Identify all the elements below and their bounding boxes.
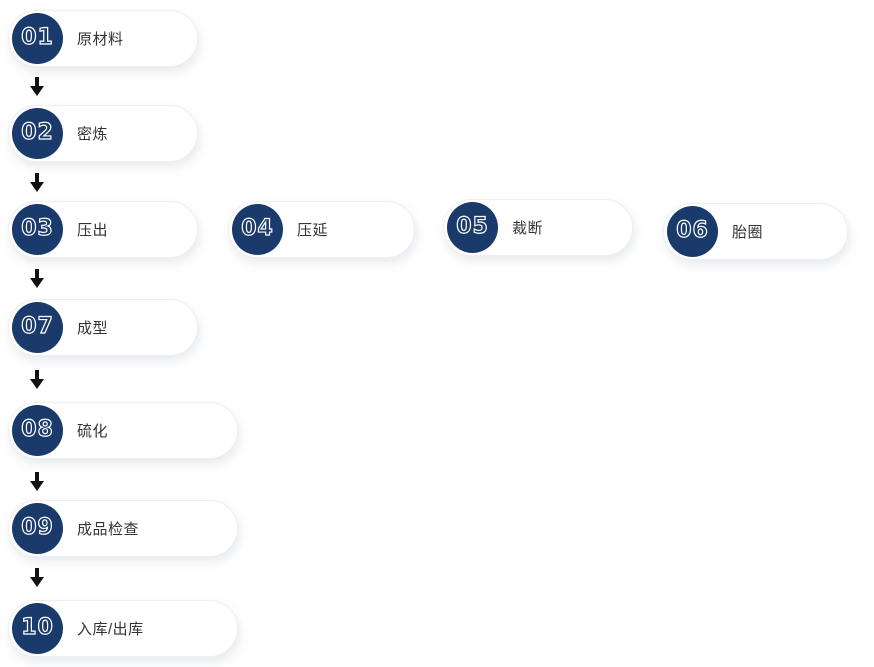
step-number: 09 [21,514,54,540]
step-number-badge: 07 [12,302,63,353]
step-number: 08 [21,416,54,442]
flow-step-card: 03 压出 [8,201,198,258]
flow-step-card: 05 裁断 [443,199,633,256]
step-number: 10 [21,614,54,640]
step-label: 裁断 [512,220,544,237]
down-arrow-icon [30,472,44,491]
down-arrow-icon [30,173,44,192]
flow-step-card: 07 成型 [8,299,198,356]
step-label: 压延 [297,222,329,239]
step-label: 成型 [77,320,109,337]
step-number: 02 [21,119,54,145]
step-number-badge: 05 [447,202,498,253]
flow-step-card: 01 原材料 [8,10,198,67]
flow-step-card: 06 胎圈 [663,203,848,260]
step-number-badge: 01 [12,13,63,64]
down-arrow-icon [30,77,44,96]
step-number-badge: 06 [667,206,718,257]
down-arrow-icon [30,568,44,587]
step-number-badge: 02 [12,108,63,159]
step-label: 密炼 [77,126,109,143]
step-label: 硫化 [77,423,109,440]
step-label: 胎圈 [732,224,764,241]
step-number-badge: 03 [12,204,63,255]
step-number-badge: 10 [12,603,63,654]
step-number: 07 [21,313,54,339]
step-label: 压出 [77,222,109,239]
down-arrow-icon [30,269,44,288]
step-number: 03 [21,215,54,241]
step-number-badge: 04 [232,204,283,255]
flow-step-card: 02 密炼 [8,105,198,162]
down-arrow-icon [30,370,44,389]
step-label: 入库/出库 [77,621,144,638]
step-number: 06 [676,217,709,243]
step-number: 01 [21,24,54,50]
flow-step-card: 04 压延 [228,201,415,258]
step-number-badge: 08 [12,405,63,456]
step-number: 05 [456,213,489,239]
flow-step-card: 10 入库/出库 [8,600,238,657]
step-number: 04 [241,215,274,241]
step-label: 原材料 [77,31,124,48]
step-number-badge: 09 [12,503,63,554]
flow-step-card: 08 硫化 [8,402,238,459]
step-label: 成品检查 [77,521,140,538]
flow-step-card: 09 成品检查 [8,500,238,557]
